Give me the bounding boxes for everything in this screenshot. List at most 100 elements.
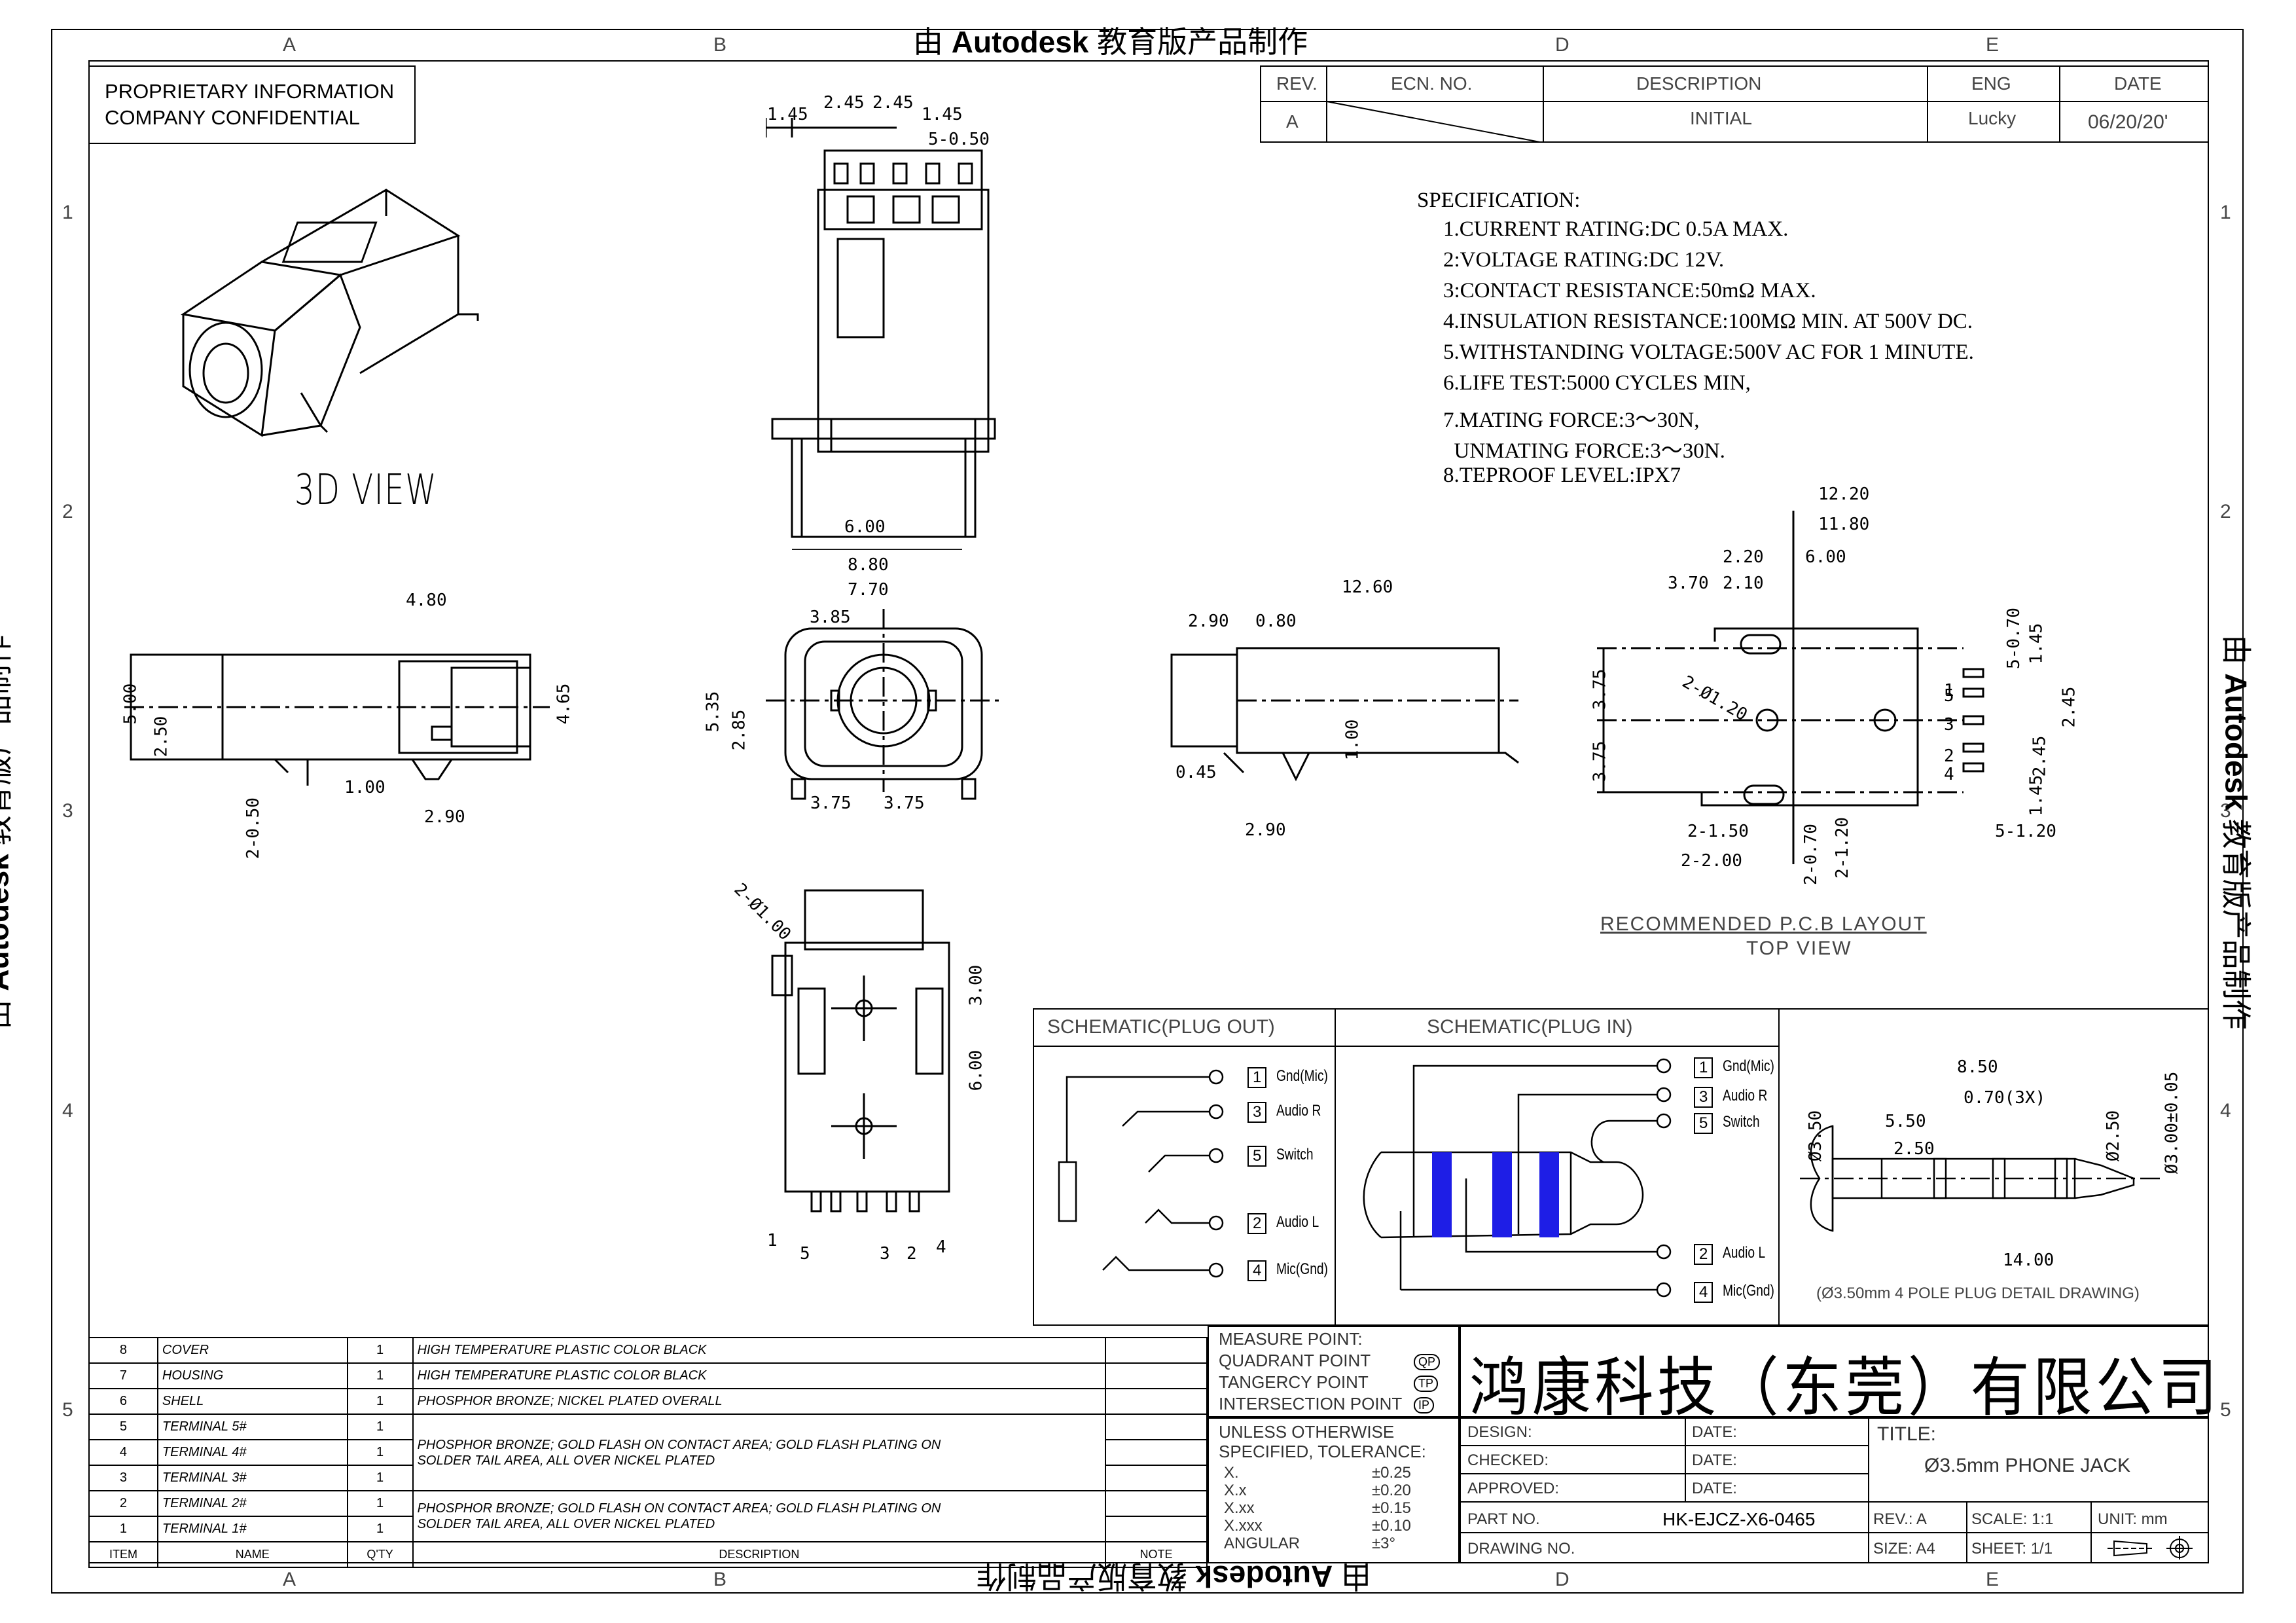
top-dim-3: 2.45 xyxy=(872,93,914,113)
side-dim-6: 2-0.50 xyxy=(243,797,263,859)
tolerance-value: ±0.15 xyxy=(1372,1499,1411,1517)
zone-row-1-right: 1 xyxy=(2220,202,2231,223)
tolerance-key: ANGULAR xyxy=(1224,1535,1300,1552)
tolerance-value: ±3° xyxy=(1372,1535,1396,1552)
zone-row-3-left: 3 xyxy=(62,800,73,822)
bottom-pin-3: 3 xyxy=(880,1244,890,1264)
out-pin-label: Audio L xyxy=(1276,1213,1319,1231)
schematic-dividers xyxy=(1033,1008,1780,1326)
front-dim-3: 3.85 xyxy=(810,608,851,627)
in-pin-num: 2 xyxy=(1694,1244,1713,1265)
zone-row-3-right: 3 xyxy=(2220,800,2231,822)
measure-point-code: IP xyxy=(1414,1397,1435,1413)
in-pin-label: Mic(Gnd) xyxy=(1723,1282,1774,1300)
bom-header-row: ITEM NAME Q'TY DESCRIPTION NOTE xyxy=(88,1541,1208,1568)
plug-detail-drawing xyxy=(1800,1125,2160,1232)
watermark-top: 由 Autodesk 教育版产品制作 xyxy=(913,25,1308,59)
in-pin-label: Audio L xyxy=(1723,1244,1766,1262)
front-dim-5: 2.85 xyxy=(729,709,749,751)
rev-row-eng: Lucky xyxy=(1968,108,2017,128)
zone-col-a-top: A xyxy=(283,34,296,56)
3d-view-label: 3D VIEW xyxy=(295,466,438,515)
zone-col-d-top: D xyxy=(1555,34,1570,56)
top-dim-5: 5-0.50 xyxy=(928,130,990,149)
pcb-dim-12: 3.75 xyxy=(1590,668,1610,710)
top-dim-2: 2.45 xyxy=(823,93,865,113)
plug-in-schematic xyxy=(1363,1058,1672,1298)
spec-line: 2:VOLTAGE RATING:DC 12V. xyxy=(1443,248,1725,272)
right-dim-6: 2.90 xyxy=(1245,820,1286,840)
spec-line: 3:CONTACT RESISTANCE:50mΩ MAX. xyxy=(1443,279,1816,302)
zone-col-e-top: E xyxy=(1986,34,2000,56)
3d-view-drawing xyxy=(181,189,479,437)
design-date-label: DATE: xyxy=(1692,1423,1737,1441)
part-no-label: PART NO. xyxy=(1467,1510,1540,1528)
rev-header-description: DESCRIPTION xyxy=(1636,73,1762,94)
plug-detail-caption: (Ø3.50mm 4 POLE PLUG DETAIL DRAWING) xyxy=(1816,1285,2140,1302)
pcb-dim-7: 5-0.70 xyxy=(2003,608,2024,669)
side-view-drawing xyxy=(124,653,550,786)
rev-header-date: DATE xyxy=(2114,73,2162,94)
out-pin-label: Mic(Gnd) xyxy=(1276,1260,1328,1278)
proprietary-line1: PROPRIETARY INFORMATION xyxy=(105,80,395,103)
measure-point-code: TP xyxy=(1414,1376,1439,1392)
tolerance-line2: SPECIFIED, TOLERANCE: xyxy=(1219,1442,1426,1461)
front-dim-6: 3.75 xyxy=(810,793,852,813)
tolerance-line1: UNLESS OTHERWISE xyxy=(1219,1422,1395,1442)
bottom-pin-4: 4 xyxy=(936,1237,946,1257)
unit-label: UNIT: mm xyxy=(2098,1510,2168,1528)
in-pin-label: Audio R xyxy=(1723,1087,1768,1104)
pcb-dim-15: 2-1.50 xyxy=(1687,822,1749,841)
right-view-drawing xyxy=(1170,647,1519,782)
pcb-pin-5: 5 xyxy=(1944,686,1954,706)
title-label: TITLE: xyxy=(1877,1423,1937,1445)
plug-dim-5: Ø3.50 xyxy=(1806,1110,1826,1162)
spec-line: 5.WITHSTANDING VOLTAGE:500V AC FOR 1 MIN… xyxy=(1443,340,1974,364)
front-view-drawing xyxy=(766,609,1001,800)
pcb-layout-drawing xyxy=(1597,511,1984,864)
zone-row-2-left: 2 xyxy=(62,501,73,522)
spec-line: 1.CURRENT RATING:DC 0.5A MAX. xyxy=(1443,217,1789,241)
pcb-dim-9: 2.45 xyxy=(2059,686,2079,728)
side-dim-2: 5.00 xyxy=(120,683,141,725)
checked-date-label: DATE: xyxy=(1692,1451,1737,1469)
revision-grid xyxy=(1260,65,2209,143)
right-dim-3: 0.80 xyxy=(1255,611,1297,631)
rev-label: REV.: A xyxy=(1873,1510,1927,1528)
pcb-dim-19: 5-1.20 xyxy=(1995,822,2056,841)
zone-row-1-left: 1 xyxy=(62,202,73,223)
rev-header-rev: REV. xyxy=(1276,73,1318,94)
company-box xyxy=(1460,1326,2209,1417)
pcb-dim-6: 2.10 xyxy=(1723,574,1764,593)
size-label: SIZE: A4 xyxy=(1873,1540,1935,1558)
pcb-layout-subtitle: TOP VIEW xyxy=(1746,938,1852,959)
pcb-dim-11: 1.45 xyxy=(2026,775,2047,816)
out-pin-num: 5 xyxy=(1247,1146,1267,1167)
zone-row-4-right: 4 xyxy=(2220,1100,2231,1122)
top-dim-1: 1.45 xyxy=(767,105,808,124)
tolerance-value: ±0.20 xyxy=(1372,1482,1411,1499)
pcb-pin-2: 2 xyxy=(1944,746,1954,766)
bottom-pin-1: 1 xyxy=(767,1231,778,1250)
watermark-right: 由 Autodesk 教育版产品制作 xyxy=(2219,634,2253,1030)
front-dim-2: 7.70 xyxy=(848,580,889,600)
out-pin-num: 2 xyxy=(1247,1213,1267,1234)
side-dim-4: 4.65 xyxy=(554,683,574,725)
top-dim-4: 1.45 xyxy=(922,105,963,124)
outer-frame xyxy=(51,29,2244,1594)
watermark-left: 由 Autodesk 教育版产品制作 xyxy=(0,634,15,1029)
zone-row-5-left: 5 xyxy=(62,1399,73,1421)
plug-dim-2: 0.70(3X) xyxy=(1964,1088,2046,1108)
plug-dim-4: 2.50 xyxy=(1893,1139,1935,1159)
bottom-dim-2: 3.00 xyxy=(966,964,986,1006)
out-pin-label: Switch xyxy=(1276,1146,1314,1163)
title-block-grid xyxy=(1460,1417,2209,1563)
right-dim-2: 2.90 xyxy=(1188,611,1229,631)
tolerance-key: X. xyxy=(1224,1464,1239,1482)
tolerance-value: ±0.25 xyxy=(1372,1464,1411,1482)
